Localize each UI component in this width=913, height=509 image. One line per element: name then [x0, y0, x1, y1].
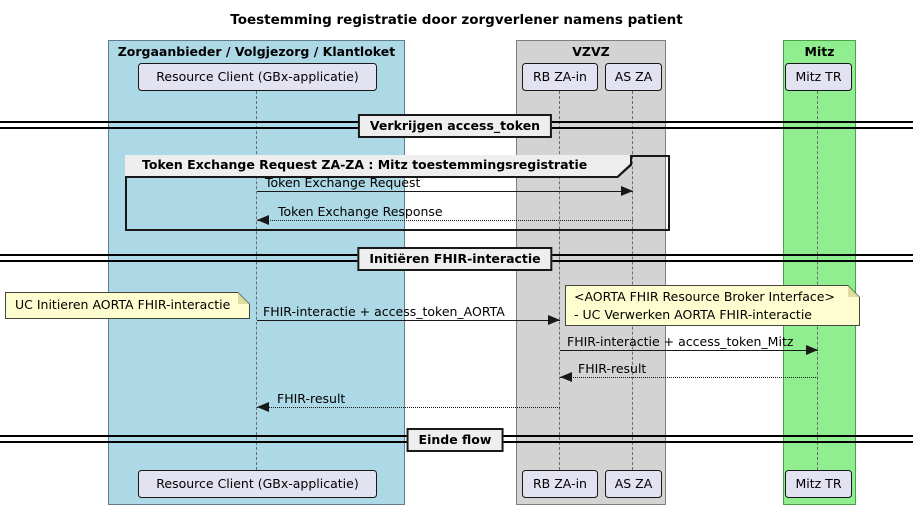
group-box-vzvz-label: VZVZ [572, 44, 610, 59]
group-box-zorgaanbieder-label: Zorgaanbieder / Volgjezorg / Klantloket [117, 44, 396, 59]
frame-token-exchange-label: Token Exchange Request ZA-ZA : Mitz toes… [125, 155, 630, 176]
note-fold-icon [848, 286, 859, 297]
lifeline-mitz-tr [817, 91, 818, 470]
arrowhead-left-icon [257, 215, 269, 225]
arrowhead-left-icon [560, 372, 572, 382]
lifeline-resource-client [256, 91, 257, 470]
group-box-mitz-label: Mitz [804, 44, 835, 59]
participant-resource-client-bottom: Resource Client (GBx-applicatie) [138, 470, 377, 498]
lifeline-as-za [632, 91, 633, 470]
arrowhead-left-icon [257, 402, 269, 412]
message-label-fhir-interactie-mitz: FHIR-interactie + access_token_Mitz [567, 334, 794, 349]
participant-as-za-top: AS ZA [605, 63, 662, 91]
participant-mitz-tr-bottom: Mitz TR [785, 470, 852, 498]
frame-token-exchange-header: Token Exchange Request ZA-ZA : Mitz toes… [125, 155, 632, 178]
message-line [257, 191, 633, 192]
message-line [257, 407, 560, 408]
note-uc-initieren-text: UC Initieren AORTA FHIR-interactie [15, 297, 231, 312]
message-line [257, 320, 560, 321]
diagram-title: Toestemming registratie door zorgverlene… [230, 12, 683, 28]
message-label-token-exchange-response: Token Exchange Response [278, 204, 443, 219]
note-fold-icon [238, 293, 249, 304]
participant-as-za-bottom: AS ZA [605, 470, 662, 498]
note-aorta-broker: <AORTA FHIR Resource Broker Interface> -… [565, 285, 860, 326]
message-line [560, 350, 818, 351]
participant-rb-za-in-top: RB ZA-in [522, 63, 598, 91]
message-line [257, 220, 633, 221]
note-aorta-broker-line2: - UC Verwerken AORTA FHIR-interactie [574, 307, 813, 322]
note-aorta-broker-line1: <AORTA FHIR Resource Broker Interface> [574, 289, 835, 304]
group-box-mitz: Mitz [783, 40, 856, 505]
message-label-fhir-result-mitz: FHIR-result [578, 361, 647, 376]
message-label-fhir-result-rc: FHIR-result [277, 391, 346, 406]
divider-initieren-fhir-interactie: Initiëren FHIR-interactie [357, 247, 553, 271]
arrowhead-right-icon [806, 345, 818, 355]
participant-resource-client-top: Resource Client (GBx-applicatie) [138, 63, 377, 91]
participant-mitz-tr-top: Mitz TR [785, 63, 852, 91]
divider-verkrijgen-access-token: Verkrijgen access_token [357, 114, 553, 138]
message-label-fhir-interactie-aorta: FHIR-interactie + access_token_AORTA [263, 304, 505, 319]
divider-einde-flow: Einde flow [406, 428, 504, 452]
lifeline-rb-za-in [559, 91, 560, 470]
note-uc-initieren: UC Initieren AORTA FHIR-interactie [5, 292, 250, 319]
arrowhead-right-icon [548, 315, 560, 325]
participant-rb-za-in-bottom: RB ZA-in [522, 470, 598, 498]
arrowhead-right-icon [621, 186, 633, 196]
message-label-token-exchange-request: Token Exchange Request [265, 175, 421, 190]
message-line [560, 377, 818, 378]
